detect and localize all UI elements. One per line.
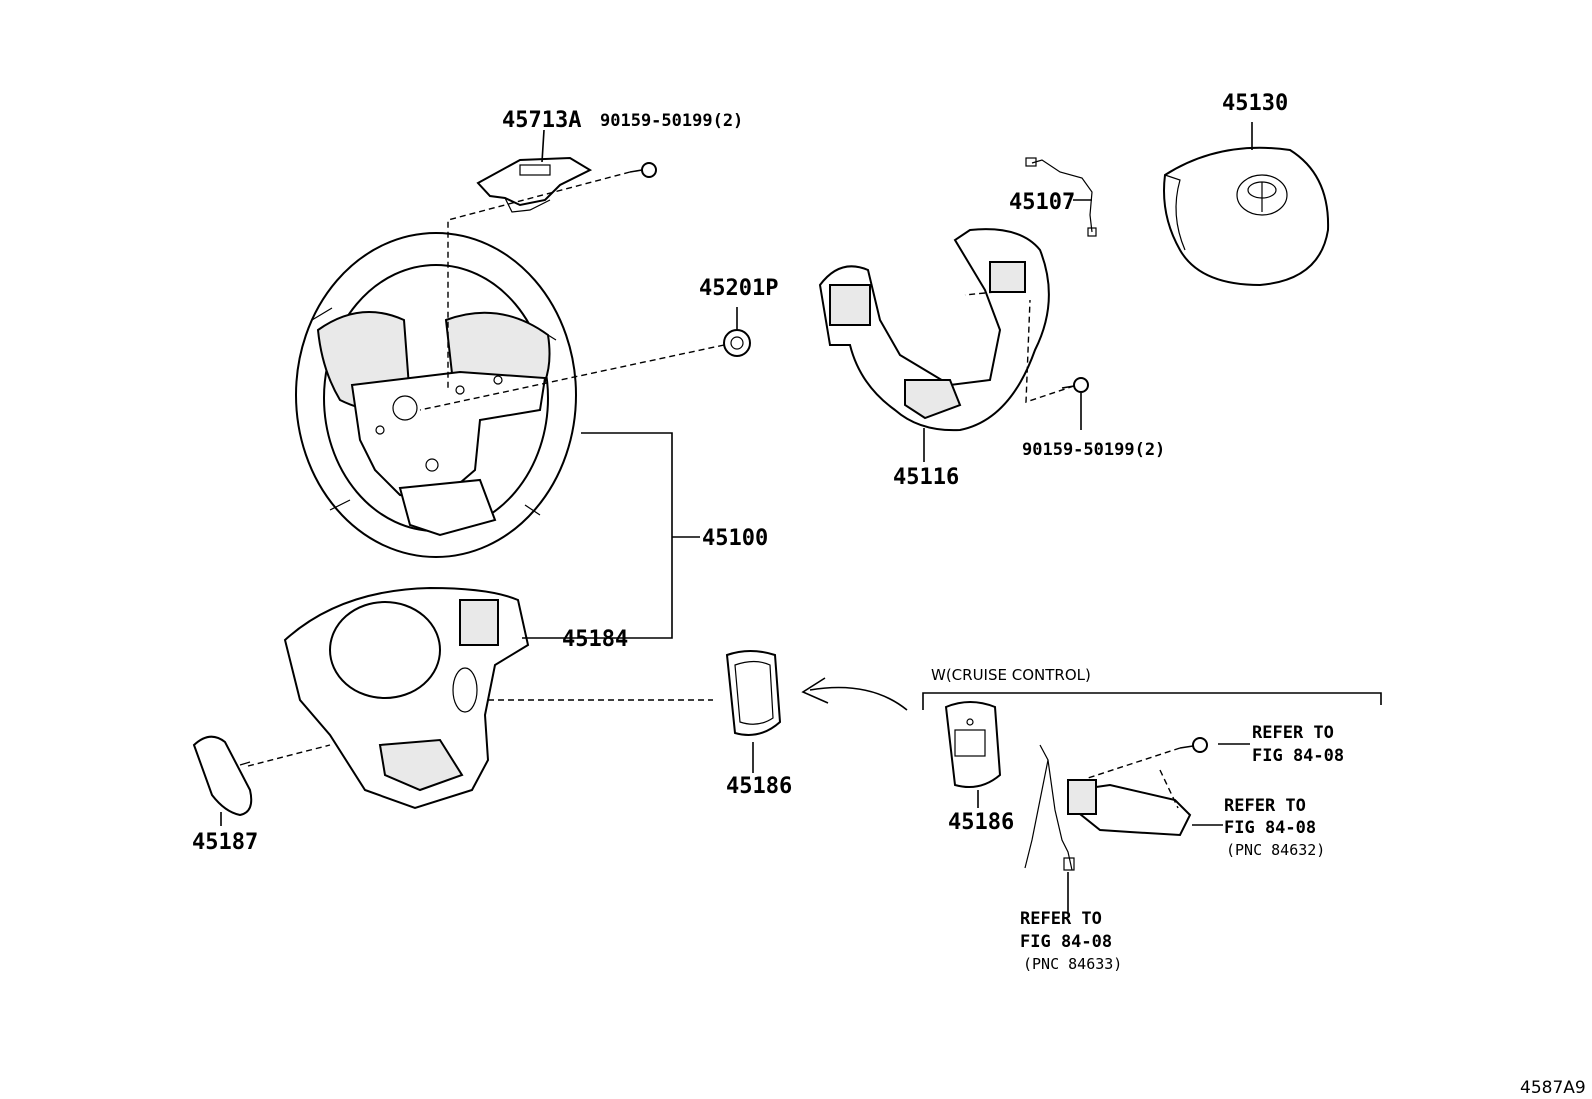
label-45187: 45187 [192, 830, 258, 855]
refer-b-pnc: (PNC 84632) [1226, 841, 1325, 859]
refer-a-line2: FIG 84-08 [1252, 746, 1344, 766]
part-45187-drawing [192, 735, 253, 817]
refer-c-line1: REFER TO [1020, 909, 1102, 929]
cruise-arrow [801, 677, 908, 711]
label-45186-left: 45186 [726, 774, 792, 799]
refer-b-line2: FIG 84-08 [1224, 818, 1316, 838]
label-bolt-right: 90159-50199(2) [1022, 440, 1165, 460]
label-45116: 45116 [893, 465, 959, 490]
label-45186-right: 45186 [948, 810, 1014, 835]
label-45100: 45100 [702, 526, 768, 551]
part-45201P-drawing [723, 329, 751, 357]
figure-code: 4587A9 [1520, 1078, 1586, 1098]
part-45107-drawing [1025, 157, 1097, 237]
label-45184: 45184 [562, 627, 628, 652]
part-45186-right-drawing [944, 701, 1002, 788]
label-45201P: 45201P [699, 276, 778, 301]
part-45184-drawing [283, 586, 530, 810]
label-45130: 45130 [1222, 91, 1288, 116]
label-bolt-top: 90159-50199(2) [600, 111, 743, 131]
dashed-guides [247, 171, 1181, 809]
bolt-right-drawing [1061, 377, 1089, 393]
part-45713A-drawing [476, 156, 593, 213]
steering-wheel-drawing [295, 232, 577, 558]
refer-c-line2: FIG 84-08 [1020, 932, 1112, 952]
part-45130-drawing [1163, 146, 1330, 287]
refer-a-line1: REFER TO [1252, 723, 1334, 743]
part-45116-drawing [818, 228, 1050, 432]
cruise-control-bracket [922, 692, 1382, 710]
label-45713A: 45713A [502, 108, 581, 133]
refer-c-pnc: (PNC 84633) [1023, 955, 1122, 973]
bolt-top-drawing [629, 162, 657, 178]
cruise-harness-drawing [1024, 744, 1075, 871]
cruise-switch-drawing [1067, 737, 1208, 837]
part-45186-left-drawing [725, 650, 782, 736]
cruise-control-note: W(CRUISE CONTROL) [931, 666, 1091, 684]
refer-b-line1: REFER TO [1224, 796, 1306, 816]
leader-lines [220, 122, 1253, 912]
label-45107: 45107 [1009, 190, 1075, 215]
